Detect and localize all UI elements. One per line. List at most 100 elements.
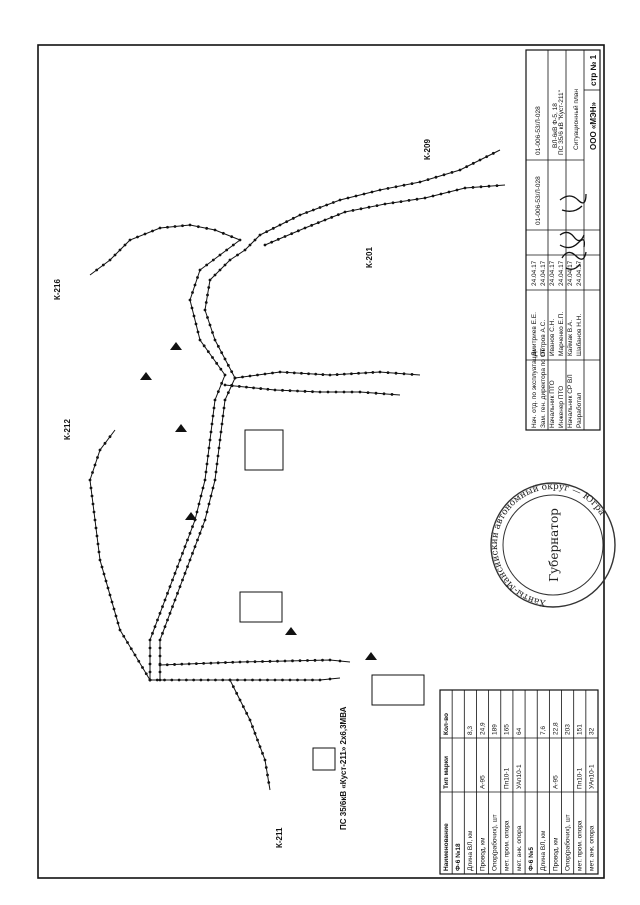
pole-marker bbox=[335, 373, 339, 376]
pole-marker bbox=[241, 375, 244, 379]
pole-marker bbox=[465, 165, 469, 169]
pole-marker bbox=[101, 263, 105, 267]
pole-marker bbox=[94, 526, 98, 530]
pole-marker bbox=[161, 605, 164, 609]
pole-marker bbox=[108, 593, 112, 597]
pole-marker bbox=[144, 672, 148, 676]
pole-marker bbox=[402, 372, 406, 376]
title-block-date: 24.04.17 bbox=[558, 260, 565, 286]
pole-marker bbox=[218, 253, 222, 257]
pole-marker bbox=[93, 463, 97, 467]
pole-marker bbox=[108, 435, 112, 439]
pole-marker bbox=[223, 373, 227, 377]
pole-marker bbox=[93, 518, 97, 522]
spec-table-cell: Ф-6 №5 bbox=[528, 847, 535, 871]
pole-marker bbox=[303, 678, 307, 682]
spec-table-cell: Пп10-1 bbox=[577, 767, 584, 789]
pole-marker bbox=[213, 478, 217, 482]
pole-marker bbox=[206, 454, 210, 458]
pole-marker bbox=[231, 685, 235, 689]
title-block-role: Разработал bbox=[575, 392, 583, 428]
pole-marker bbox=[198, 338, 202, 342]
pole-marker bbox=[186, 565, 189, 569]
pole-marker bbox=[288, 678, 292, 682]
pole-marker bbox=[316, 221, 320, 225]
pole-marker bbox=[268, 659, 272, 663]
pole-marker bbox=[311, 208, 315, 212]
title-block-name: Шабанов Н.Н. bbox=[575, 314, 583, 356]
pole-marker bbox=[267, 781, 271, 784]
pole-marker bbox=[199, 494, 203, 498]
pole-marker bbox=[226, 391, 230, 395]
pole-marker bbox=[253, 238, 257, 242]
pole-marker bbox=[291, 216, 295, 220]
pole-marker bbox=[238, 660, 242, 664]
pole-marker bbox=[203, 308, 207, 312]
pole-marker bbox=[261, 660, 264, 663]
pole-marker bbox=[194, 322, 198, 326]
pole-marker bbox=[407, 199, 411, 202]
pole-marker bbox=[343, 210, 347, 214]
pole-marker bbox=[100, 565, 104, 569]
pole-marker bbox=[278, 370, 282, 374]
pole-marker bbox=[181, 224, 184, 228]
pole-marker bbox=[95, 534, 99, 538]
pole-marker bbox=[122, 634, 126, 638]
pole-marker bbox=[291, 659, 294, 663]
pole-marker bbox=[151, 631, 154, 635]
pole-marker bbox=[158, 678, 162, 682]
pole-marker bbox=[192, 314, 196, 318]
pole-marker bbox=[158, 654, 162, 658]
pole-marker bbox=[89, 486, 93, 490]
pole-marker bbox=[95, 268, 99, 272]
pole-marker bbox=[259, 387, 263, 390]
pole-marker bbox=[263, 243, 267, 247]
pole-marker bbox=[158, 646, 162, 650]
pole-marker bbox=[314, 372, 318, 376]
pole-marker bbox=[207, 286, 211, 289]
pole-marker bbox=[216, 390, 220, 394]
pole-marker bbox=[328, 373, 332, 377]
pole-marker bbox=[170, 678, 174, 682]
pole-marker bbox=[206, 316, 209, 319]
pole-marker bbox=[223, 398, 227, 402]
pole-marker bbox=[258, 233, 262, 237]
title-block-role: Начальник СР ВЛ bbox=[567, 374, 574, 428]
pole-marker bbox=[198, 531, 202, 535]
pole-marker bbox=[394, 371, 398, 375]
pole-marker bbox=[201, 486, 205, 490]
pole-marker bbox=[378, 188, 382, 192]
pole-marker bbox=[118, 248, 122, 252]
pole-marker bbox=[455, 188, 459, 192]
pole-marker bbox=[307, 372, 310, 376]
anchor-triangles bbox=[140, 342, 377, 660]
pole-marker bbox=[296, 389, 299, 393]
spec-table-cell: 151 bbox=[577, 724, 584, 735]
pole-marker bbox=[216, 661, 220, 665]
pole-marker bbox=[224, 661, 227, 664]
pole-marker bbox=[298, 659, 302, 663]
pole-marker bbox=[223, 263, 227, 267]
pole-marker bbox=[212, 406, 216, 410]
pole-marker bbox=[158, 611, 162, 615]
pole-marker bbox=[217, 446, 221, 450]
pole-marker bbox=[276, 659, 279, 663]
pole-marker bbox=[173, 225, 177, 228]
pole-marker bbox=[495, 184, 499, 188]
spec-table-cell: Ф-6 №18 bbox=[455, 843, 462, 871]
pole-marker bbox=[187, 662, 191, 666]
spec-table-cell: мет. пром. опора bbox=[577, 820, 584, 871]
pole-marker bbox=[225, 248, 229, 252]
title-block-name: Каймак В.А. bbox=[566, 320, 574, 356]
pole-marker bbox=[253, 731, 257, 735]
pole-marker bbox=[206, 293, 209, 297]
pole-marker bbox=[208, 438, 212, 442]
pole-marker bbox=[364, 371, 368, 375]
pole-marker bbox=[207, 446, 211, 450]
pole-marker bbox=[336, 213, 340, 217]
pole-marker bbox=[216, 454, 220, 458]
pole-marker bbox=[281, 388, 284, 392]
pole-marker bbox=[112, 607, 116, 611]
line-branch-k201b bbox=[224, 384, 401, 396]
pole-marker bbox=[219, 430, 223, 434]
